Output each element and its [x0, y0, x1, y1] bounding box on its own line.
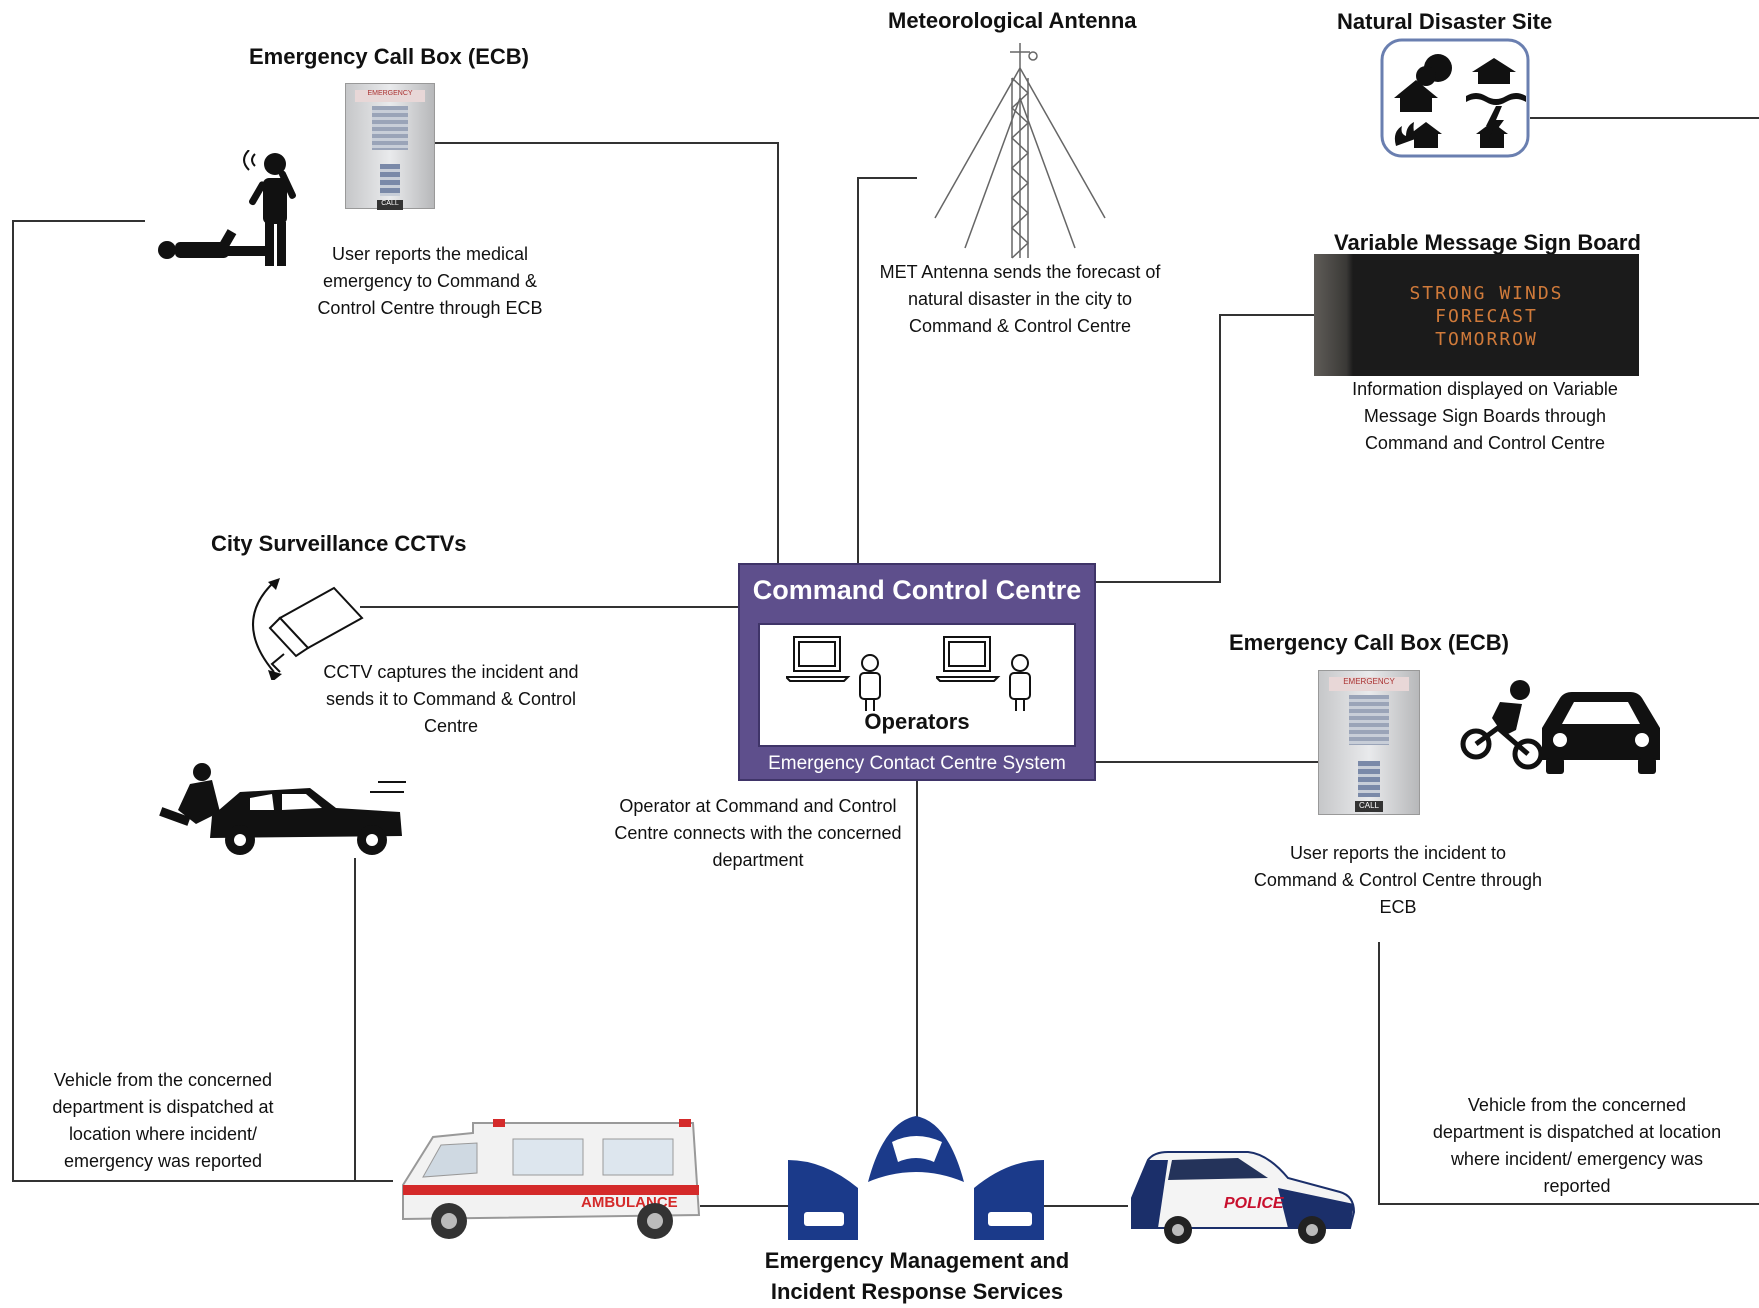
command-control-centre: Command Control Centre Operators Emergen: [738, 563, 1096, 781]
operator-icon: [1009, 654, 1031, 711]
person-calling-icon: [158, 150, 296, 266]
car-accident-icon: [159, 763, 406, 855]
vms-board-image: STRONG WINDS FORECAST TOMORROW: [1314, 254, 1639, 376]
vms-board-text: STRONG WINDS FORECAST TOMORROW: [1409, 283, 1564, 350]
met-title: Meteorological Antenna: [888, 8, 1137, 33]
cyclist-icon: [1460, 680, 1544, 770]
emergency-services-title: Emergency Management and Incident Respon…: [764, 1248, 1070, 1304]
ecb-device-icon: EMERGENCY CALL: [1318, 670, 1420, 815]
vms-title: Variable Message Sign Board: [1334, 230, 1641, 255]
ecb-device-icon: EMERGENCY CALL: [345, 83, 435, 210]
line-left-loop: [12, 220, 393, 1182]
emergency-services-icon: [788, 1116, 1044, 1240]
nds-title: Natural Disaster Site: [1337, 9, 1553, 34]
ecb-top-caption: User reports the medical emergency to Co…: [317, 244, 543, 318]
cctv-camera-icon: [252, 578, 364, 680]
line-right-dispatch: [1378, 942, 1759, 1205]
ecb-top-title: Emergency Call Box (ECB): [249, 44, 529, 69]
operator-icon: [859, 654, 881, 711]
svg-text:POLICE: POLICE: [1224, 1195, 1285, 1212]
ecb-right-title: Emergency Call Box (ECB): [1229, 630, 1509, 655]
operators-label: Operators: [864, 709, 970, 734]
operators-panel: Operators: [758, 623, 1076, 747]
ambulance-icon: AMBULANCE: [402, 1119, 701, 1239]
police-car-icon: POLICE: [1131, 1151, 1356, 1244]
natural-disaster-icon: [1380, 38, 1530, 158]
contact-centre-system-label: Emergency Contact Centre System: [768, 753, 1066, 774]
vehicle-right-caption: Vehicle from the concerned department is…: [1432, 1095, 1722, 1196]
line-met-to-ccc: [857, 177, 917, 563]
ecb-right-caption: User reports the incident to Command & C…: [1253, 843, 1543, 917]
cctv-caption: CCTV captures the incident and sends it …: [323, 662, 579, 736]
operator-caption: Operator at Command and Control Centre c…: [614, 796, 902, 870]
laptop-icon: [936, 636, 1031, 711]
met-caption: MET Antenna sends the forecast of natura…: [879, 262, 1161, 336]
vms-caption: Information displayed on Variable Messag…: [1352, 379, 1618, 453]
car-icon: [1542, 692, 1660, 774]
antenna-tower-icon: [934, 43, 1106, 259]
line-vms-to-ccc: [1096, 314, 1314, 583]
laptop-icon: [786, 636, 881, 711]
command-centre-title: Command Control Centre: [752, 575, 1082, 605]
line-ecb-top-to-ccc: [432, 142, 779, 563]
cctv-title: City Surveillance CCTVs: [211, 531, 467, 556]
vehicle-left-caption: Vehicle from the concerned department is…: [52, 1070, 274, 1171]
